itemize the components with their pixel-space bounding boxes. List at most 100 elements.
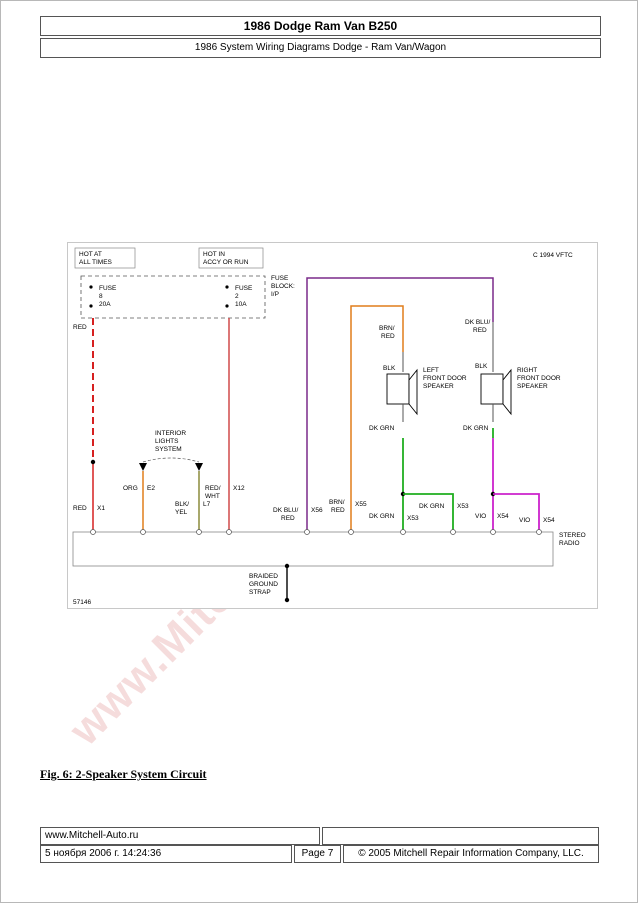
- stereo-radio-box: [72, 531, 554, 567]
- blk-yel-label1: BLK/: [175, 501, 189, 508]
- x53-b-label: X53: [457, 503, 469, 510]
- terminal-x53-b: [450, 529, 456, 535]
- brn-red-bottom-label1: BRN/: [329, 499, 345, 506]
- figure-number: 57146: [73, 599, 91, 606]
- stereo-radio-label2: RADIO: [559, 540, 580, 547]
- right-speaker-label1: RIGHT: [517, 367, 537, 374]
- footer-page: Page 7: [294, 845, 341, 863]
- dk-grn-x53-label: DK GRN: [369, 513, 395, 520]
- hot-in-accy-line2: ACCY OR RUN: [203, 259, 249, 266]
- fuse8-label2: 8: [99, 293, 103, 300]
- fuse2-label1: FUSE: [235, 285, 253, 292]
- x1-label: X1: [97, 505, 105, 512]
- braided-ground-label2: GROUND: [249, 581, 278, 588]
- wiring-diagram: HOT AT ALL TIMES HOT IN ACCY OR RUN C 19…: [67, 242, 598, 609]
- diagram-copyright: C 1994 VFTC: [533, 252, 573, 259]
- ground-strap-top-dot: [284, 563, 290, 569]
- fuse8-label1: FUSE: [99, 285, 117, 292]
- fuse2-label3: 10A: [235, 301, 247, 308]
- terminal-x54-b: [536, 529, 542, 535]
- fuse2-dot-top: [225, 285, 229, 289]
- terminal-x55: [348, 529, 354, 535]
- org-label: ORG: [123, 485, 138, 492]
- left-green-branch: [403, 493, 454, 532]
- red-wht-label2: WHT: [205, 493, 220, 500]
- dk-grn-left-label: DK GRN: [369, 425, 395, 432]
- red-wire-splice: [90, 459, 96, 465]
- hot-in-accy-line1: HOT IN: [203, 251, 225, 258]
- dk-grn-right-label: DK GRN: [463, 425, 489, 432]
- hot-at-all-times-line1: HOT AT: [79, 251, 102, 258]
- brn-red-top-label2: RED: [381, 333, 395, 340]
- x54-a-label: X54: [497, 513, 509, 520]
- right-speaker-body: [480, 373, 504, 405]
- brn-red-bottom-label2: RED: [331, 507, 345, 514]
- l7-label: L7: [203, 501, 211, 508]
- vio-x54-label: VIO: [475, 513, 486, 520]
- x53-a-label: X53: [407, 515, 419, 522]
- stereo-radio-label1: STEREO: [559, 532, 586, 539]
- dk-blu-red-bottom-label1: DK BLU/: [273, 507, 298, 514]
- blk-yel-connector-arrow: [195, 463, 203, 471]
- ground-strap-bottom-dot: [284, 597, 290, 603]
- dk-grn-x53b-label: DK GRN: [419, 503, 445, 510]
- brn-red-top-label1: BRN/: [379, 325, 395, 332]
- red-wht-label1: RED/: [205, 485, 221, 492]
- terminal-x12: [226, 529, 232, 535]
- hot-at-all-times-box: [74, 247, 136, 269]
- figure-caption: Fig. 6: 2-Speaker System Circuit: [40, 767, 207, 781]
- right-violet-branch: [493, 493, 540, 532]
- e2-label: E2: [147, 485, 155, 492]
- dk-blu-red-bottom-label2: RED: [281, 515, 295, 522]
- interior-lights-label3: SYSTEM: [155, 446, 182, 453]
- interior-lights-label1: INTERIOR: [155, 430, 186, 437]
- fuse-block-label3: I/P: [271, 291, 279, 298]
- blk-right-label: BLK: [475, 363, 488, 370]
- document-title: 1986 Dodge Ram Van B250: [40, 16, 601, 36]
- dk-blu-red-wire: [306, 277, 494, 532]
- hot-at-all-times-line2: ALL TIMES: [79, 259, 113, 266]
- interior-lights-arc: [142, 457, 200, 463]
- fuse8-dot-top: [89, 285, 93, 289]
- blk-yel-label2: YEL: [175, 509, 188, 516]
- terminal-e2: [140, 529, 146, 535]
- left-speaker-label2: FRONT DOOR: [423, 375, 467, 382]
- fuse-block-outline: [80, 275, 266, 319]
- terminal-x56: [304, 529, 310, 535]
- radio-terminals: [90, 529, 542, 535]
- x56-label: X56: [311, 507, 323, 514]
- braided-ground-label1: BRAIDED: [249, 573, 278, 580]
- right-speaker-label3: SPEAKER: [517, 383, 548, 390]
- x12-label: X12: [233, 485, 245, 492]
- dk-blu-red-top-label2: RED: [473, 327, 487, 334]
- org-connector-arrow: [139, 463, 147, 471]
- footer-site: www.Mitchell-Auto.ru: [40, 827, 320, 845]
- red-top-label: RED: [73, 324, 87, 331]
- x54-b-label: X54: [543, 517, 555, 524]
- blk-left-label: BLK: [383, 365, 396, 372]
- footer-copyright: © 2005 Mitchell Repair Information Compa…: [343, 845, 599, 863]
- document-subtitle: 1986 System Wiring Diagrams Dodge - Ram …: [40, 38, 601, 58]
- left-speaker-body: [386, 373, 410, 405]
- fuse8-label3: 20A: [99, 301, 111, 308]
- terminal-l7: [196, 529, 202, 535]
- right-speaker-cone: [502, 368, 512, 416]
- fuse-block-label1: FUSE: [271, 275, 289, 282]
- vio-x54b-label: VIO: [519, 517, 530, 524]
- dk-blu-red-top-label1: DK BLU/: [465, 319, 490, 326]
- terminal-x1: [90, 529, 96, 535]
- terminal-x54-a: [490, 529, 496, 535]
- left-speaker-label1: LEFT: [423, 367, 439, 374]
- hot-in-accy-box: [198, 247, 264, 269]
- braided-ground-label3: STRAP: [249, 589, 271, 596]
- terminal-x53-a: [400, 529, 406, 535]
- right-speaker-label2: FRONT DOOR: [517, 375, 561, 382]
- fuse2-label2: 2: [235, 293, 239, 300]
- left-speaker-cone: [408, 368, 418, 416]
- footer-empty-cell: [322, 827, 599, 845]
- fuse2-dot-bottom: [225, 304, 229, 308]
- footer-date: 5 ноября 2006 г. 14:24:36: [40, 845, 292, 863]
- interior-lights-label2: LIGHTS: [155, 438, 179, 445]
- red-bottom-label: RED: [73, 505, 87, 512]
- x55-label: X55: [355, 501, 367, 508]
